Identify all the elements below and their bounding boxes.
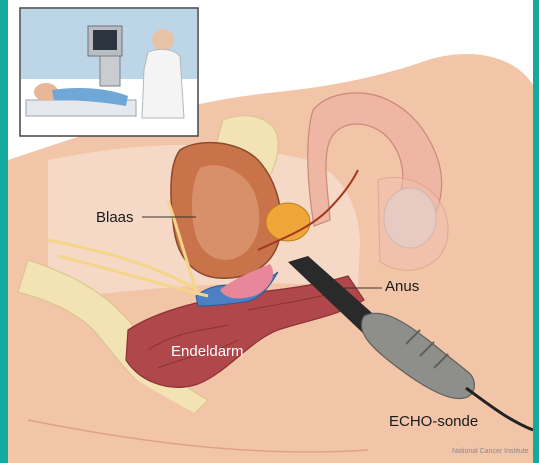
label-bladder: Blaas [96, 209, 134, 226]
credit-text: National Cancer Institute [452, 448, 529, 455]
label-probe: ECHO-sonde [389, 413, 478, 430]
inset-scene [20, 8, 198, 136]
illustration-frame: Blaas Anus Endeldarm ECHO-sonde National… [8, 0, 533, 463]
label-anus: Anus [385, 278, 419, 295]
anatomy-illustration [8, 0, 533, 463]
label-rectum: Endeldarm [171, 343, 244, 360]
